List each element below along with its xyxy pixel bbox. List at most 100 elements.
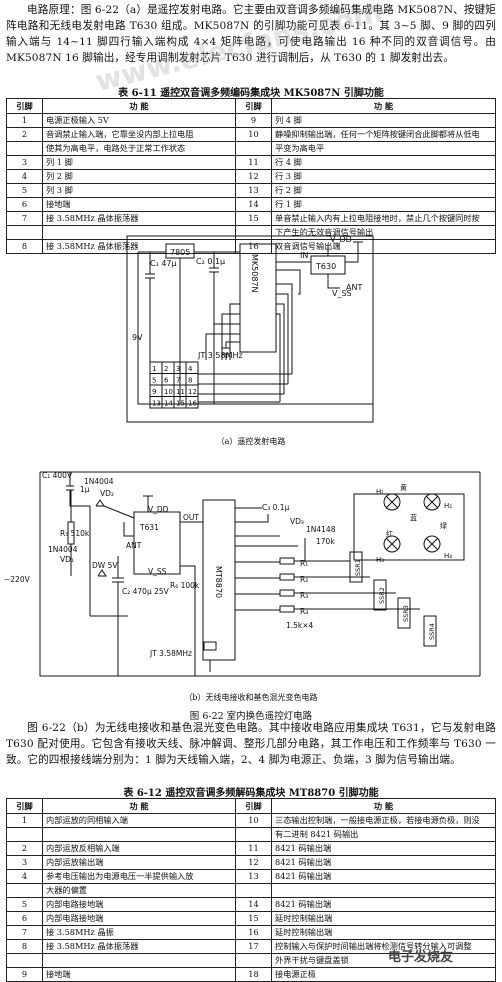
pin-function: 8421 码输出端 bbox=[271, 897, 496, 912]
pin-number: 6 bbox=[6, 197, 43, 212]
label-r2: R₂ bbox=[300, 575, 308, 584]
figure-a-caption: （a）遥控发射电路 bbox=[216, 437, 286, 446]
label-170k: 170k bbox=[316, 537, 335, 546]
pin-function: 8421 码输出端 bbox=[271, 869, 496, 884]
label-c2: C₂ 0.1μ bbox=[196, 257, 225, 266]
pin-function: 列 1 脚 bbox=[42, 155, 236, 170]
pin-function: 使其为高电平，电路处于正常工作状态 bbox=[42, 141, 236, 156]
label-1u: 1μ bbox=[80, 485, 90, 494]
lamp-label: H₄ bbox=[444, 552, 452, 560]
pin-function: 列 2 脚 bbox=[42, 169, 236, 184]
pin-number bbox=[6, 883, 43, 898]
pin-number: 13 bbox=[235, 869, 272, 884]
ssr-label: SSR1 bbox=[354, 559, 362, 576]
keypad-key-label: 15 bbox=[176, 400, 185, 408]
keypad-key-label: 9 bbox=[152, 388, 156, 396]
resistor-r3 bbox=[279, 589, 295, 597]
intro-paragraph: 电路原理：图 6-22（a）是遥控发射电路。它主要由双音调多频编码集成电路 MK… bbox=[6, 4, 496, 64]
lamp-color-label: 绿 bbox=[440, 521, 447, 530]
pin-number: 9 bbox=[235, 113, 272, 128]
pin-function: 电源正极输入 5V bbox=[42, 113, 236, 128]
pin-number: 2 bbox=[6, 127, 43, 142]
pin-function: 平变为高电平 bbox=[271, 141, 496, 156]
label-diode-top: 1N4004 bbox=[84, 477, 114, 486]
pin-function: 行 1 脚 bbox=[271, 197, 496, 212]
col-header: 功 能 bbox=[42, 798, 236, 814]
pin-number: 9 bbox=[6, 967, 43, 982]
pin-function: 行 3 脚 bbox=[271, 169, 496, 184]
table-row: 使其为高电平，电路处于正常工作状态 平变为高电平 bbox=[6, 141, 496, 156]
lamp-color-label: 蓝 bbox=[410, 513, 417, 522]
label-diode-bottom: 1N4004 bbox=[48, 545, 78, 554]
pin-function: 内部电路接地端 bbox=[42, 897, 236, 912]
lamp-color-label: 红 bbox=[386, 529, 393, 538]
ssr-label: SSR4 bbox=[428, 623, 436, 640]
pin-function: 接 3.58MHz 晶体振荡器 bbox=[42, 939, 236, 954]
label-c3: C₃ 0.1μ bbox=[262, 503, 290, 512]
keypad-key-label: 12 bbox=[188, 388, 197, 396]
pin-number bbox=[6, 953, 43, 968]
pin-function: 行 2 脚 bbox=[271, 183, 496, 198]
col-header: 引脚 bbox=[6, 98, 43, 114]
label-r4: R₄ bbox=[300, 607, 308, 616]
label-vd1: VD₁ bbox=[60, 555, 74, 564]
pin-number bbox=[6, 141, 43, 156]
keypad-key-label: 4 bbox=[188, 365, 193, 373]
resistor-r4 bbox=[279, 605, 295, 613]
ssr2-box bbox=[373, 579, 387, 611]
label-crystal: JT 3.58MHz bbox=[197, 351, 243, 360]
label-t630: T630 bbox=[315, 262, 336, 271]
resistor-r2 bbox=[279, 573, 295, 581]
pin-function: 外界干扰与键盘盖锁 bbox=[271, 953, 496, 968]
pin-number: 1 bbox=[6, 813, 43, 828]
pin-function: 内部电路接地端 bbox=[42, 911, 236, 926]
label-r3: R₃ bbox=[300, 591, 308, 600]
ssr-label: SSR2 bbox=[378, 587, 386, 604]
ssr4-box bbox=[423, 615, 437, 647]
label-r6: R₆ 100k bbox=[170, 581, 200, 590]
keypad-key-label: 3 bbox=[176, 365, 180, 373]
pin-number bbox=[235, 883, 272, 898]
pin-function: 列 4 脚 bbox=[271, 113, 496, 128]
t631-chip bbox=[133, 511, 181, 575]
pin-number bbox=[235, 827, 272, 842]
label-t631: T631 bbox=[139, 523, 159, 532]
col-header: 功 能 bbox=[42, 98, 236, 114]
board-outline bbox=[126, 235, 374, 423]
mk5087n-chip bbox=[239, 243, 277, 353]
mt8870-chip bbox=[202, 499, 236, 661]
figure-caption: 图 6-22 室内换色遥控灯电路 bbox=[189, 711, 313, 722]
pin-function: 接 3.58MHz 晶体振荡器 bbox=[42, 211, 236, 226]
label-vdd-b: V_DD bbox=[148, 505, 169, 514]
label-mains: ~220V bbox=[4, 575, 31, 584]
pin-number: 10 bbox=[235, 813, 272, 828]
lamp-label: H₁ bbox=[376, 488, 384, 496]
label-rvals: 1.5k×4 bbox=[286, 621, 314, 630]
label-r5-b: R₅ 510k bbox=[60, 529, 90, 538]
pin-number bbox=[6, 827, 43, 842]
pin-function: 有二进制 8421 码输出 bbox=[271, 827, 496, 842]
pin-number: 16 bbox=[235, 925, 272, 940]
label-mt8870: MT8870 bbox=[214, 566, 223, 598]
pin-number: 11 bbox=[235, 155, 272, 170]
ssr-label: SSR3 bbox=[402, 605, 410, 622]
table-6-11-caption: 表 6-11 遥控双音调多频编码集成块 MK5087N 引脚功能 bbox=[118, 88, 384, 99]
lamp-group bbox=[353, 493, 465, 561]
pin-function: 控制输入与保护时间输出端将检测信号转分输入可调整 bbox=[271, 939, 496, 954]
label-battery: 9V bbox=[132, 333, 143, 342]
pin-function bbox=[42, 827, 236, 842]
lamp-color-label: 黄 bbox=[400, 483, 407, 492]
label-c2-b: C₂ 470μ 25V bbox=[122, 587, 170, 596]
label-vd2: VD₂ bbox=[100, 489, 114, 498]
label-ant-b: ANT bbox=[126, 541, 142, 550]
